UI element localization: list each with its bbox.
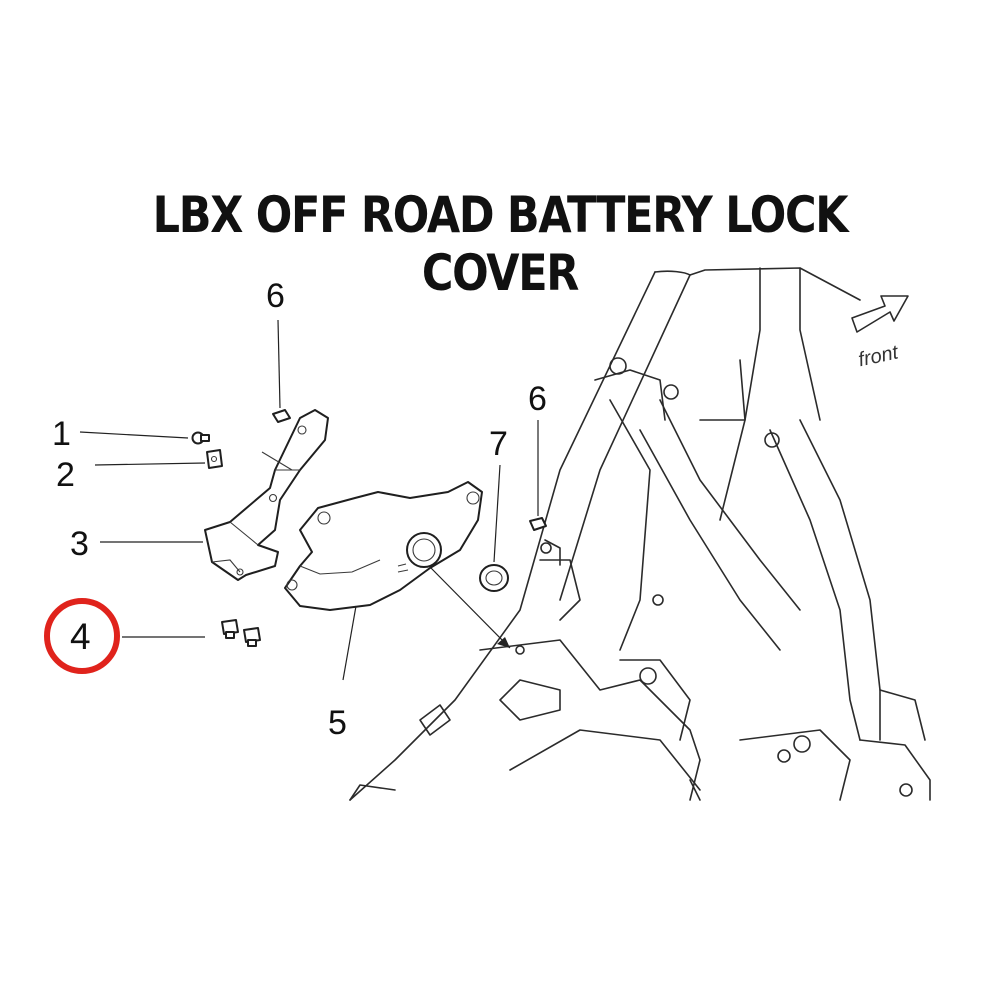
callout-1-label: 1 — [52, 415, 71, 453]
callout-7-label: 7 — [489, 425, 508, 463]
callout-4-label: 4 — [70, 616, 91, 657]
callout-6-lower-label: 6 — [528, 380, 547, 418]
part-7-grommet — [479, 564, 509, 592]
part-1-screw — [191, 431, 210, 445]
callout-2-label: 2 — [56, 456, 75, 494]
leader-lines — [79, 319, 539, 681]
part-5-lock-cover — [284, 481, 483, 611]
callout-6-upper-label: 6 — [266, 277, 285, 315]
front-arrow-icon — [851, 295, 909, 333]
part-4-screws — [221, 619, 261, 647]
motorcycle-frame — [349, 267, 931, 801]
page-title: LBX OFF ROAD BATTERY LOCK COVER — [152, 186, 849, 302]
callout-5-label: 5 — [328, 704, 347, 742]
part-6-nut-lower — [529, 517, 547, 531]
part-2-clip-nut — [206, 449, 223, 469]
part-6-nut-upper — [272, 409, 291, 423]
leader-arrowhead — [497, 637, 510, 648]
front-label: front — [856, 341, 901, 371]
part-3-bracket — [204, 409, 329, 581]
highlight-circle — [44, 598, 120, 674]
callout-3-label: 3 — [70, 525, 89, 563]
